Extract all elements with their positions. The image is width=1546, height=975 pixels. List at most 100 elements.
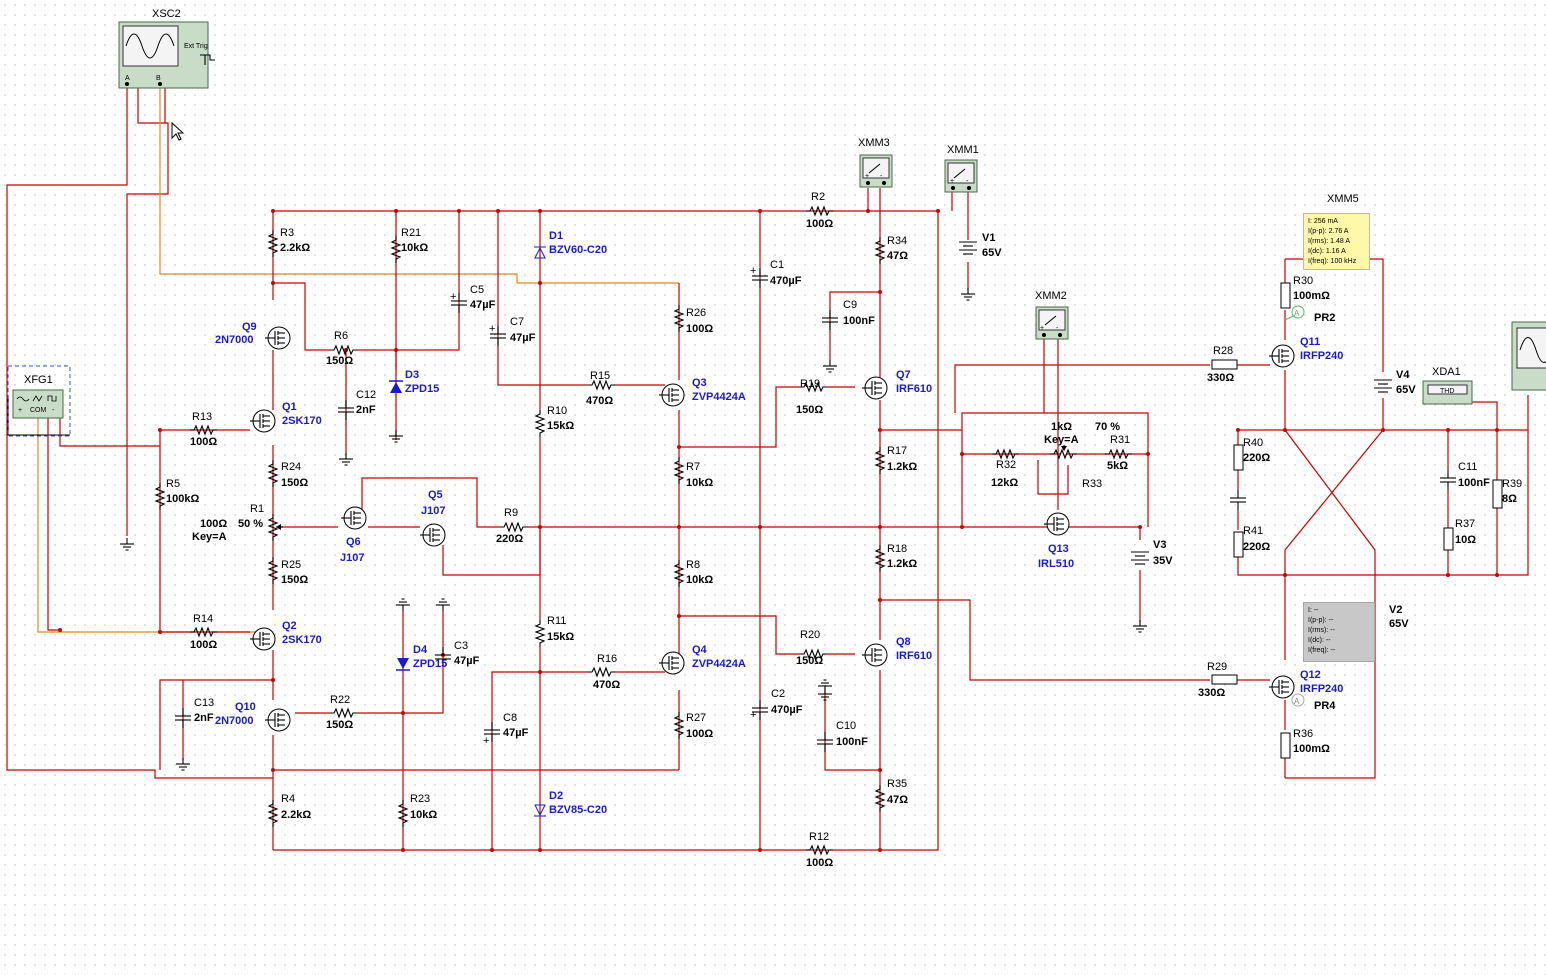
label-resistors-36-value: 10Ω bbox=[1455, 534, 1476, 546]
xmm1-minus: - bbox=[966, 178, 969, 185]
current-probe-pr2[interactable]: A PR2 bbox=[1284, 305, 1335, 324]
capacitor-bias[interactable] bbox=[1229, 489, 1247, 511]
label-symbol: + bbox=[750, 265, 756, 277]
resistor-R4[interactable]: R42.2kΩ bbox=[268, 793, 311, 828]
distortion-analyzer-xda1[interactable]: THD XDA1 bbox=[1422, 366, 1473, 405]
waveform-icon bbox=[125, 33, 175, 59]
multimeter-xmm2[interactable]: XMM2 + - bbox=[1035, 290, 1069, 340]
label-sources-1-ref: V3 bbox=[1153, 539, 1166, 551]
label-resistors-29-ref: R31 bbox=[1110, 434, 1130, 446]
current-probe-pr4[interactable]: A PR4 bbox=[1291, 693, 1336, 712]
label-transistors-10-ref: Q13 bbox=[1048, 543, 1069, 555]
resistor-R3[interactable]: R32.2kΩ bbox=[268, 227, 310, 258]
multimeter-xmm3[interactable]: XMM3 + - bbox=[858, 137, 893, 188]
probe-xmm5[interactable]: XMM5 bbox=[1327, 193, 1359, 205]
oscilloscope-xsc2[interactable]: XSC2 Ext Trig A B bbox=[118, 8, 215, 89]
label-resistors-18-ref: R8 bbox=[686, 559, 700, 571]
label-capacitors-9-value: 100nF bbox=[836, 736, 868, 748]
function-generator-xfg1[interactable]: XFG1 + COM - bbox=[7, 365, 71, 437]
label-sources-0-ref: V1 bbox=[982, 232, 995, 244]
label-capacitors-2-ref: C12 bbox=[356, 389, 376, 401]
label-resistors-12-value: 15kΩ bbox=[547, 420, 574, 432]
probe-readout-pr4: I: --I(p-p): --I(rms): --I(dc): --I(freq… bbox=[1303, 602, 1375, 662]
label-transistors-0-part: 2N7000 bbox=[215, 334, 254, 346]
label-resistors-9-ref: R4 bbox=[281, 793, 295, 805]
potentiometer-R33[interactable]: R33 1kΩ 70 % Key=A bbox=[1044, 421, 1120, 490]
label-transistors-12-ref: Q12 bbox=[1300, 669, 1321, 681]
label-pots-r1-value: 100Ω bbox=[200, 518, 227, 530]
oscilloscope-right[interactable] bbox=[1511, 321, 1546, 391]
multimeter-xmm1[interactable]: XMM1 + - bbox=[944, 144, 979, 193]
potentiometer-R1[interactable]: R1 100Ω 50 % Key=A bbox=[192, 503, 283, 543]
